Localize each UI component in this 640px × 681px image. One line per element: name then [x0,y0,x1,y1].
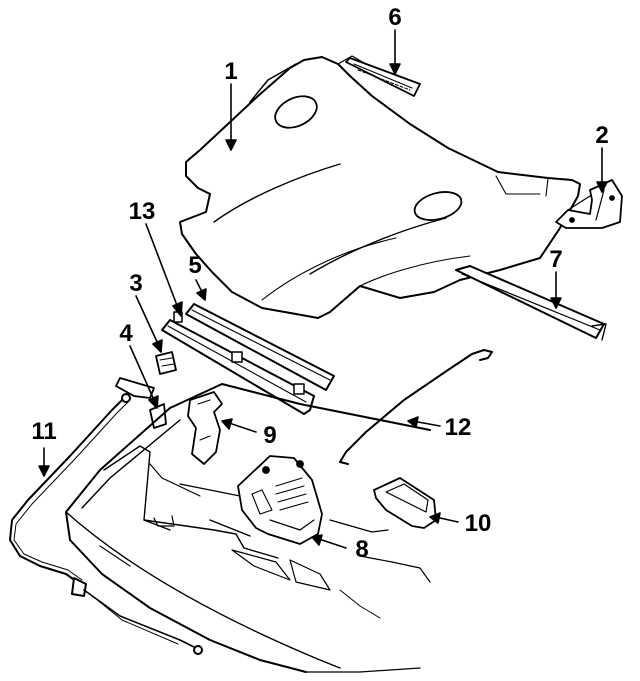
callout-4: 4 [119,320,133,347]
hood-emblem-strip [345,57,421,97]
hood-front-seal [185,303,335,391]
callout-leaders [38,29,608,549]
callout-1: 1 [224,58,238,85]
callout-10: 10 [464,510,492,537]
callout-6: 6 [388,4,402,31]
hood-bumper [155,351,177,375]
hood-latch [237,455,323,545]
callout-3: 3 [129,270,143,297]
hood-side-seal [455,265,607,341]
hood-release-cable [9,393,203,655]
callout-8: 8 [355,536,369,563]
callout-11: 11 [31,418,57,445]
callout-5: 5 [188,252,202,279]
radiator-support-body [65,383,431,673]
callout-9: 9 [263,422,277,449]
callout-7: 7 [549,246,563,273]
prop-rod-retainer [373,477,437,529]
callout-12: 12 [444,414,472,441]
hood-front-seal-retainer [161,311,315,415]
hood-safety-catch [187,391,223,465]
hood-hinge [555,179,623,229]
callout-13: 13 [128,198,156,225]
hood-panel [179,55,581,319]
callout-2: 2 [595,122,609,149]
release-handle-and-clip [115,377,167,429]
hood-prop-rod [339,349,493,465]
